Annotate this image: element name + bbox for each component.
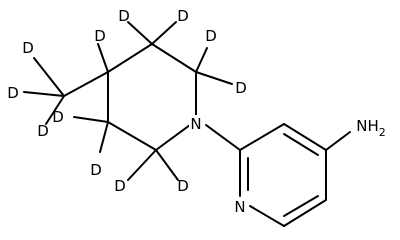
bond-n1-pyridine <box>205 124 241 151</box>
pyridine-nitrogen: N <box>234 198 245 216</box>
bond-py-c5-c6-double <box>283 195 319 217</box>
bond-c4-d <box>97 43 109 73</box>
molecule-structure: N N NH2 D D D D D D D D D D D D <box>7 7 386 227</box>
deuterium-label: D <box>235 79 247 97</box>
bond-c5-d-b <box>151 21 177 45</box>
bond-me-d-a <box>33 57 65 97</box>
bond-py-c2-c3 <box>239 123 285 151</box>
bond-c2-c3 <box>107 121 157 151</box>
bond-c2-d-b <box>155 149 179 181</box>
amine-group: NH2 <box>356 117 386 139</box>
bond-py-c5-c6 <box>283 199 327 227</box>
deuterium-label: D <box>177 177 189 195</box>
deuterium-label: D <box>94 27 106 45</box>
bond-n1-c2 <box>155 121 195 151</box>
bond-c6-d-a <box>195 47 208 73</box>
bond-py-c3-c4-double <box>283 133 319 156</box>
bond-py-c6-n <box>249 205 285 227</box>
bond-c5-c6 <box>151 43 197 73</box>
deuterium-label: D <box>118 7 130 25</box>
deuterium-label: D <box>205 27 217 45</box>
deuterium-label: D <box>37 122 49 140</box>
piperidine-nitrogen: N <box>190 115 201 133</box>
bond-c6-d-b <box>195 71 233 85</box>
bond-c5-d-a <box>127 21 153 45</box>
bond-py-c3-c4 <box>283 123 327 151</box>
pyridine-ring <box>239 123 351 227</box>
bond-c2-d-a <box>127 149 157 181</box>
deuterium-label: D <box>177 7 189 25</box>
bond-c4-c5 <box>107 43 153 73</box>
deuterium-label: D <box>90 161 102 179</box>
deuterium-label: D <box>7 84 19 102</box>
bond-c4-methyl <box>63 71 109 97</box>
piperidine-ring <box>107 43 197 151</box>
deuterium-label: D <box>114 177 126 195</box>
bond-me-d-b <box>23 91 65 97</box>
deuterium-bonds <box>23 21 233 181</box>
deuterium-label: D <box>52 108 64 126</box>
bond-me-d-c <box>45 95 65 125</box>
deuterium-label: D <box>22 39 34 57</box>
bond-py-c4-nh2 <box>325 131 351 151</box>
bond-c3-d-a <box>73 116 109 123</box>
bond-c3-d-b <box>99 121 109 153</box>
atom-labels: N N NH2 D D D D D D D D D D D D <box>7 7 386 216</box>
